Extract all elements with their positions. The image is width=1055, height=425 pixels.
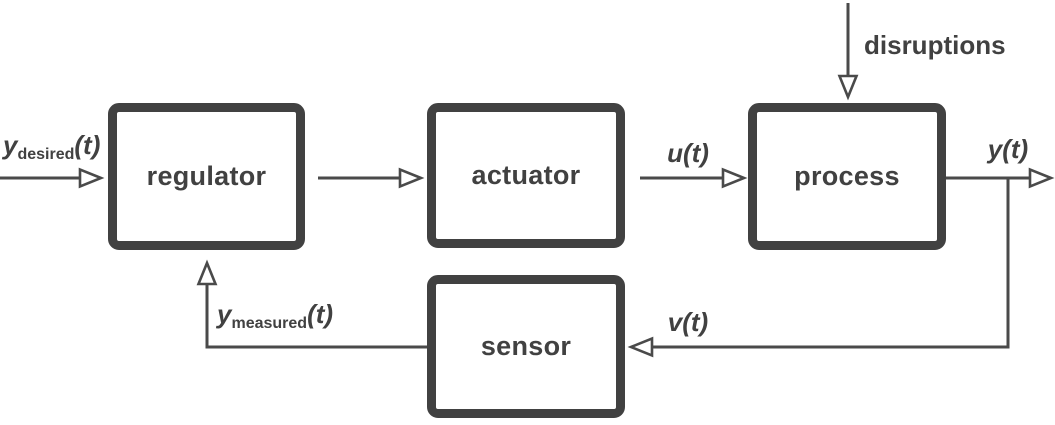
label-input-signal: ydesired(t) xyxy=(3,130,101,164)
label-feedback-signal: ymeasured(t) xyxy=(217,299,334,333)
arrowhead-output xyxy=(1028,167,1055,189)
signal-var: v xyxy=(667,307,683,337)
arrowhead-into-regulator xyxy=(196,259,218,286)
wire-sensor-to-regulator xyxy=(205,284,427,349)
signal-var: y xyxy=(217,299,232,329)
signal-arg: (t) xyxy=(307,299,334,329)
arrowhead-actuator-to-process xyxy=(721,167,748,189)
signal-arg: (t) xyxy=(682,138,709,168)
block-regulator-label: regulator xyxy=(146,161,267,191)
signal-var: y xyxy=(3,130,18,160)
signal-subscript: desired xyxy=(17,146,75,163)
block-sensor-label: sensor xyxy=(480,331,572,361)
signal-subscript: measured xyxy=(231,315,308,332)
arrowhead-into-sensor xyxy=(627,336,654,358)
signal-arg: (t) xyxy=(682,307,709,337)
label-sensor-input-signal: v(t) xyxy=(650,307,726,341)
signal-var: y xyxy=(987,134,1003,164)
block-process: process xyxy=(748,103,946,250)
signal-var: u xyxy=(667,138,683,168)
block-sensor: sensor xyxy=(427,275,625,418)
block-actuator-label: actuator xyxy=(471,160,581,190)
arrowhead-disruptions xyxy=(837,74,859,101)
arrowhead-input xyxy=(78,167,105,189)
signal-arg: (t) xyxy=(74,130,101,160)
arrowhead-regulator-to-actuator xyxy=(398,167,425,189)
wire-output-branch-to-sensor xyxy=(653,178,1010,349)
signal-arg: (t) xyxy=(1002,134,1029,164)
label-output-signal: y(t) xyxy=(970,134,1046,168)
label-disruptions: disruptions xyxy=(864,30,1006,60)
block-process-label: process xyxy=(794,161,900,191)
block-actuator: actuator xyxy=(427,103,625,248)
label-control-signal: u(t) xyxy=(650,138,726,172)
block-regulator: regulator xyxy=(108,103,305,250)
